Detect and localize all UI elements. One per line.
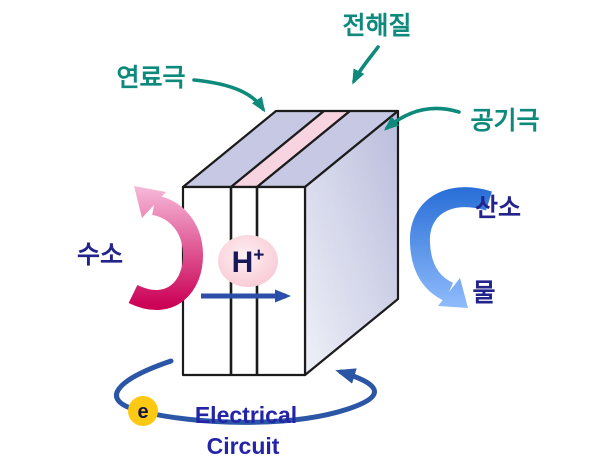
air-electrode-pointer-arrow	[383, 106, 461, 131]
electrolyte-pointer-arrow	[352, 45, 380, 85]
label-water: 물	[472, 279, 495, 307]
hydrogen-flow-arrowhead	[134, 186, 166, 218]
proton-charge: +	[253, 245, 264, 266]
hydrogen-flow-arrow-body	[128, 195, 203, 310]
oxygen-flow-arrow	[409, 187, 492, 308]
electron-circle	[128, 396, 158, 426]
cell-box	[181, 109, 400, 377]
proton-symbol: H	[232, 246, 254, 279]
circuit-label-line1: Electrical	[195, 402, 297, 428]
circuit-arc-arrow	[114, 358, 377, 425]
proton-label: H+	[232, 245, 265, 279]
label-oxygen: 산소	[475, 194, 521, 222]
label-electrolyte: 전해질	[342, 12, 411, 40]
electron-label: e	[137, 401, 148, 423]
hydrogen-flow-arrow	[128, 186, 203, 310]
circuit-label-line2: Circuit	[207, 433, 280, 459]
oxygen-flow-arrowhead	[438, 278, 468, 308]
proton-circle	[218, 235, 278, 287]
label-hydrogen: 수소	[77, 241, 123, 269]
oxygen-flow-arrow-body	[409, 187, 492, 302]
label-fuel-electrode: 연료극	[116, 64, 185, 92]
label-air-electrode: 공기극	[470, 107, 539, 135]
fuel-electrode-pointer-arrow	[192, 78, 266, 113]
